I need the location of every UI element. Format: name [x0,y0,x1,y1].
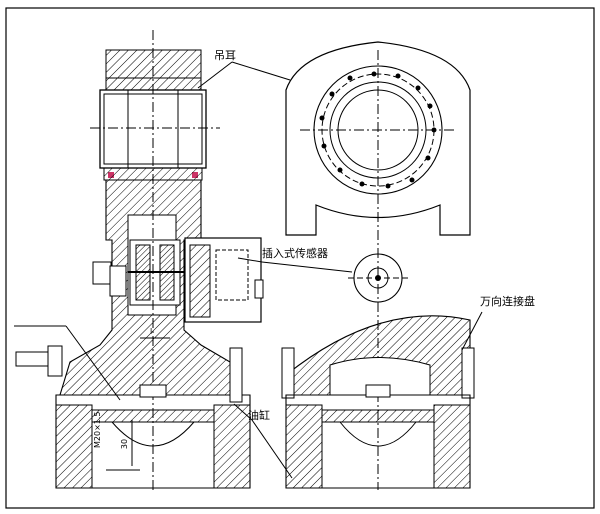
label-plug-in-sensor: 插入式传感器 [262,247,328,260]
leader-universal-plate [461,311,483,351]
leader-oil-cylinder [251,419,293,479]
left-section-view [14,30,264,490]
leader-lifting-lug [231,61,291,81]
label-lifting-lug: 吊耳 [214,49,236,62]
leader-sensor [261,261,353,273]
leader-lifting-lug [197,61,233,89]
dimension-height-30: 30 [120,438,130,450]
dimension-length-l: l [150,327,153,336]
bolt-holes [319,71,437,189]
leader-oil-cylinder [233,403,253,421]
drawing-frame [5,7,595,509]
label-oil-cylinder: 油缸 [248,409,270,422]
label-universal-joint-plate: 万向连接盘 [480,295,535,308]
dimension-thread: M20×1.5 [93,411,102,448]
leader-sensor [237,257,263,263]
right-view [281,41,475,490]
